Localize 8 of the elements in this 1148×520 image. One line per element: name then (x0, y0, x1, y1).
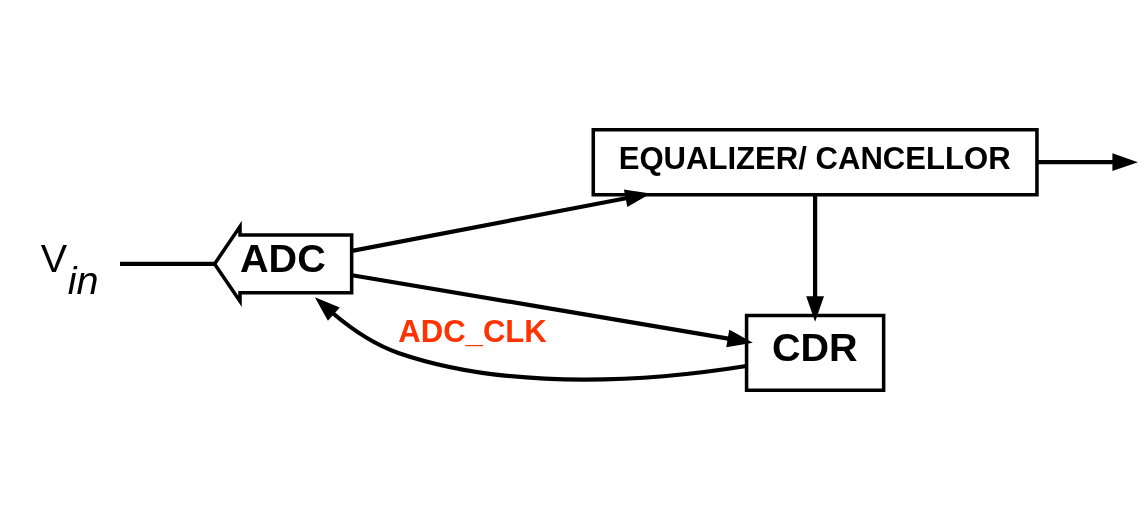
arrow (1037, 153, 1138, 172)
arrow (314, 297, 747, 382)
node-box: CDR (744, 313, 886, 393)
node-box: EQUALIZER/ CANCELLOR (591, 127, 1039, 197)
connector (120, 261, 215, 266)
arrow (351, 273, 753, 348)
edge-label: ADC_CLK (398, 314, 547, 350)
arrow (806, 195, 825, 322)
